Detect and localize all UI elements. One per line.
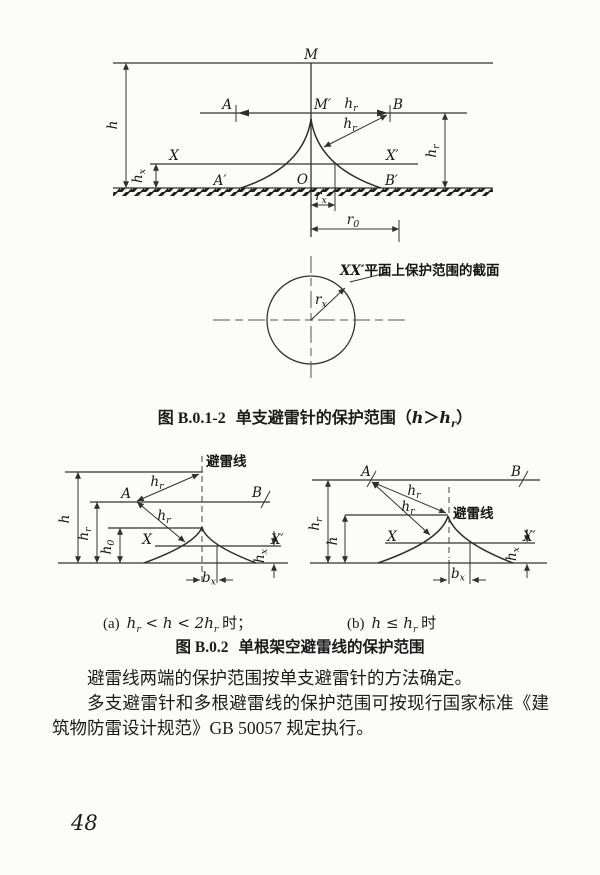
label-B-prime: B′ [384,173,398,189]
paragraph-1: 避雷线两端的保护范围按单支避雷针的方法确定。 [87,668,472,688]
break-slash-B-a [260,490,271,509]
label-M-prime: M′ [313,97,331,113]
wire-label-a: 避雷线 [206,453,247,469]
label-bx-a: bx [202,570,217,588]
figure2-caption: 图 B.0.2 单根架空避雷线的保护范围 [0,635,600,657]
fig-b02a: 避雷线 h A B hr h0 hr hr X X′ hx bx [57,453,288,588]
label-B-b: B [510,464,521,480]
protection-curve-right [310,118,382,189]
plan-section-label: XX′平面上保护范围的截面 [339,262,500,279]
radius-hr-arrow [323,114,388,148]
label-hr-lower-a: hr [157,508,172,526]
label-bx-b: bx [451,566,466,584]
label-hr-horizontal: hr [344,96,359,114]
label-B: B [392,97,403,113]
figure2-subcaption-b: (b)h ≤ hr 时 [347,614,437,635]
label-hr-b: hr [307,516,325,531]
hr-arrow-lower-a [136,501,186,543]
leader-line [349,271,391,283]
label-h-a: h [57,515,73,524]
fig-b012-plan-section: rx XX′平面上保护范围的截面 [213,256,500,380]
label-rx-plan: rx [315,292,327,310]
page-number: 48 [71,811,98,835]
label-X-prime-b: X′ [522,529,536,545]
label-h-b: h [325,537,341,546]
figure1-caption-condition: （h＞hr） [395,408,473,431]
wire-label-b: 避雷线 [453,505,494,521]
protection-curve-right-b [447,515,514,564]
protection-curve-left-b [377,515,449,564]
label-M: M [303,47,319,63]
figure1-caption-title: 单支避雷针的保护范围 [235,410,396,427]
label-X-a: X [141,532,153,548]
ground-hatching [113,188,493,196]
subcaption-b-marker: (b) [347,616,365,632]
label-A-b: A [359,464,371,480]
label-O: O [297,172,308,188]
label-r0-dim: r0 [347,212,360,230]
label-hx-dim: hx [130,168,148,183]
figure1-caption: 图 B.0.1-2 单支避雷针的保护范围（h＞hr） [15,404,600,430]
protection-curve-left [240,118,312,189]
arrow-toward-B [377,109,388,117]
fig-b012-elevation: M M′ A hr B hr X X′ A′ O B′ h hx hr rx r… [105,47,493,242]
label-B-a: B [251,485,262,501]
paragraph-2: 多支避雷针和多根避雷线的保护范围可按现行国家标准《建筑物防雷设计规范》GB 50… [52,693,549,738]
figure2-caption-title: 单根架空避雷线的保护范围 [238,639,425,656]
arrow-toward-A [238,109,249,117]
label-hr-a: hr [76,526,94,541]
fig-b02b: A B hr h 避雷线 hr hr X X′ hx bx [307,464,547,584]
protection-curve-right-a [201,526,257,564]
figure1-caption-label: 图 B.0.1-2 [157,410,226,427]
break-slash-A-b [366,470,377,488]
label-A-a: A [119,486,131,502]
label-X-prime: X′ [385,148,399,164]
label-h0-a: h0 [99,540,117,555]
radius-rx-arrow [310,287,346,321]
figure2-subcaption-a: (a)hr < h < 2hr 时； [103,614,253,635]
break-slash-B-b [518,470,529,488]
label-X-b: X [386,529,398,545]
label-hx-b: hx [504,546,522,561]
label-A-prime: A′ [212,173,227,189]
protection-curve-left-a [143,526,203,564]
label-hr-diagonal: hr [343,116,358,134]
label-hr-lower-b: hr [401,499,416,517]
label-hr-upper-a: hr [150,474,165,492]
label-h-dim: h [105,121,121,130]
label-X: X [168,148,180,164]
label-hx-a: hx [252,548,270,563]
hr-arrow-upper-a [136,473,200,502]
label-hr-upper-b: hr [407,483,422,501]
figure2-caption-label: 图 B.0.2 [175,639,229,656]
subcaption-a-marker: (a) [103,616,120,632]
label-rx-dim: rx [315,188,327,206]
body-text: 避雷线两端的保护范围按单支避雷针的方法确定。 多支避雷针和多根避雷线的保护范围可… [52,666,549,741]
label-X-prime-a: X′ [270,532,284,548]
label-hr-dim: hr [424,143,442,158]
hr-arrow-lower-b [371,481,431,536]
label-A: A [220,97,232,113]
